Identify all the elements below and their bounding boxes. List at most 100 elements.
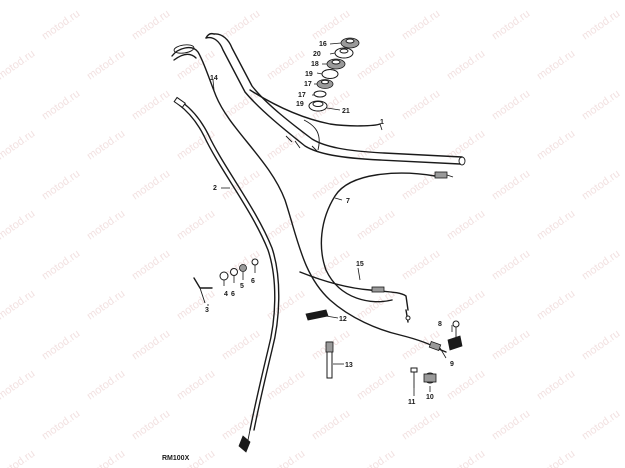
watermark-text-63: motod.ru (265, 288, 307, 323)
watermark-text-27: motod.ru (400, 88, 442, 123)
watermark-text-49: motod.ru (355, 208, 397, 243)
callout-5: 5 (240, 283, 244, 290)
callout-8: 8 (438, 321, 442, 328)
watermark-text-1: motod.ru (85, 0, 127, 2)
callout-11: 11 (408, 399, 416, 406)
watermark-text-18: motod.ru (265, 48, 307, 83)
watermark-text-31: motod.ru (85, 128, 127, 163)
watermark-text-13: motod.ru (490, 8, 532, 43)
watermark-text-19: motod.ru (355, 48, 397, 83)
watermark-text-29: motod.ru (580, 88, 622, 123)
callout-4: 4 (224, 291, 228, 298)
watermark-text-60: motod.ru (0, 288, 37, 323)
watermark-text-79: motod.ru (355, 368, 397, 403)
watermark-text-46: motod.ru (85, 208, 127, 243)
watermark-text-3: motod.ru (265, 0, 307, 2)
watermark-text-80: motod.ru (445, 368, 487, 403)
watermark-text-89: motod.ru (580, 408, 622, 443)
watermark-text-48: motod.ru (265, 208, 307, 243)
watermark-text-81: motod.ru (535, 368, 577, 403)
watermark-text-50: motod.ru (445, 208, 487, 243)
callout-18: 18 (311, 61, 319, 68)
callout-21: 21 (342, 108, 350, 115)
watermark-text-30: motod.ru (0, 128, 37, 163)
watermark-text-87: motod.ru (400, 408, 442, 443)
watermark-text-14: motod.ru (580, 8, 622, 43)
watermark-text-2: motod.ru (175, 0, 217, 2)
pin-3 (193, 277, 213, 304)
watermark-text-65: motod.ru (445, 288, 487, 323)
watermark-text-33: motod.ru (265, 128, 307, 163)
cable-7 (320, 171, 454, 303)
cable-2 (173, 96, 280, 453)
watermark-text-12: motod.ru (400, 8, 442, 43)
watermark-text-15: motod.ru (0, 48, 37, 83)
watermark-text-76: motod.ru (85, 368, 127, 403)
watermark-text-85: motod.ru (220, 408, 262, 443)
ring-stack (308, 37, 360, 112)
callout-16: 16 (319, 41, 327, 48)
watermark-text-53: motod.ru (40, 248, 82, 283)
handlebar (205, 32, 466, 166)
callout-6a: 6 (231, 291, 235, 298)
watermark-text-58: motod.ru (490, 248, 532, 283)
watermark-text-84: motod.ru (130, 408, 172, 443)
callouts: 1 2 3 4 5 6 6 7 8 9 10 11 12 13 14 15 16… (205, 41, 454, 406)
callout-20: 20 (313, 51, 321, 58)
callout-13: 13 (345, 362, 353, 369)
watermark-text-34: motod.ru (355, 128, 397, 163)
watermark-text-28: motod.ru (490, 88, 532, 123)
watermark-text-61: motod.ru (85, 288, 127, 323)
drawing-code: RM100X (162, 455, 190, 462)
watermark-text-32: motod.ru (175, 128, 217, 163)
small-parts-4-5-6 (219, 258, 259, 286)
callout-9: 9 (450, 361, 454, 368)
watermark-text-95: motod.ru (445, 448, 487, 468)
watermark-text-36: motod.ru (535, 128, 577, 163)
leader-lines (207, 79, 453, 396)
watermark-text-94: motod.ru (355, 448, 397, 468)
watermark-text-9: motod.ru (130, 8, 172, 43)
watermark-text-4: motod.ru (355, 0, 397, 2)
watermark-text-6: motod.ru (535, 0, 577, 2)
watermark-text-56: motod.ru (310, 248, 352, 283)
callout-3: 3 (205, 307, 209, 314)
callout-2: 2 (213, 185, 217, 192)
callout-7: 7 (346, 198, 350, 205)
watermark-text-21: motod.ru (535, 48, 577, 83)
watermark-text-74: motod.ru (580, 328, 622, 363)
callout-14: 14 (210, 75, 218, 82)
watermark-text-40: motod.ru (220, 168, 262, 203)
watermark-text-73: motod.ru (490, 328, 532, 363)
watermark-text-35: motod.ru (445, 128, 487, 163)
watermark-text-54: motod.ru (130, 248, 172, 283)
callout-17a: 17 (304, 81, 312, 88)
watermark-text-47: motod.ru (175, 208, 217, 243)
watermark-text-78: motod.ru (265, 368, 307, 403)
watermark-text-8: motod.ru (40, 8, 82, 43)
callout-12: 12 (339, 316, 347, 323)
watermark-text-64: motod.ru (355, 288, 397, 323)
watermark-text-96: motod.ru (535, 448, 577, 468)
watermark-text-75: motod.ru (0, 368, 37, 403)
watermark-text-11: motod.ru (310, 8, 352, 43)
watermark-text-68: motod.ru (40, 328, 82, 363)
watermark-text-77: motod.ru (175, 368, 217, 403)
watermark-text-93: motod.ru (265, 448, 307, 468)
watermark-text-39: motod.ru (130, 168, 172, 203)
watermark-text-62: motod.ru (175, 288, 217, 323)
watermark-text-57: motod.ru (400, 248, 442, 283)
watermark-text-70: motod.ru (220, 328, 262, 363)
watermark-text-10: motod.ru (220, 8, 262, 43)
watermark-text-86: motod.ru (310, 408, 352, 443)
watermark-text-66: motod.ru (535, 288, 577, 323)
watermark-text-38: motod.ru (40, 168, 82, 203)
callout-15: 15 (356, 261, 364, 268)
callout-17b: 17 (298, 92, 306, 99)
watermark-text-16: motod.ru (85, 48, 127, 83)
switch-13 (325, 341, 344, 379)
watermark-text-24: motod.ru (130, 88, 172, 123)
watermark-text-44: motod.ru (580, 168, 622, 203)
watermark-text-43: motod.ru (490, 168, 532, 203)
